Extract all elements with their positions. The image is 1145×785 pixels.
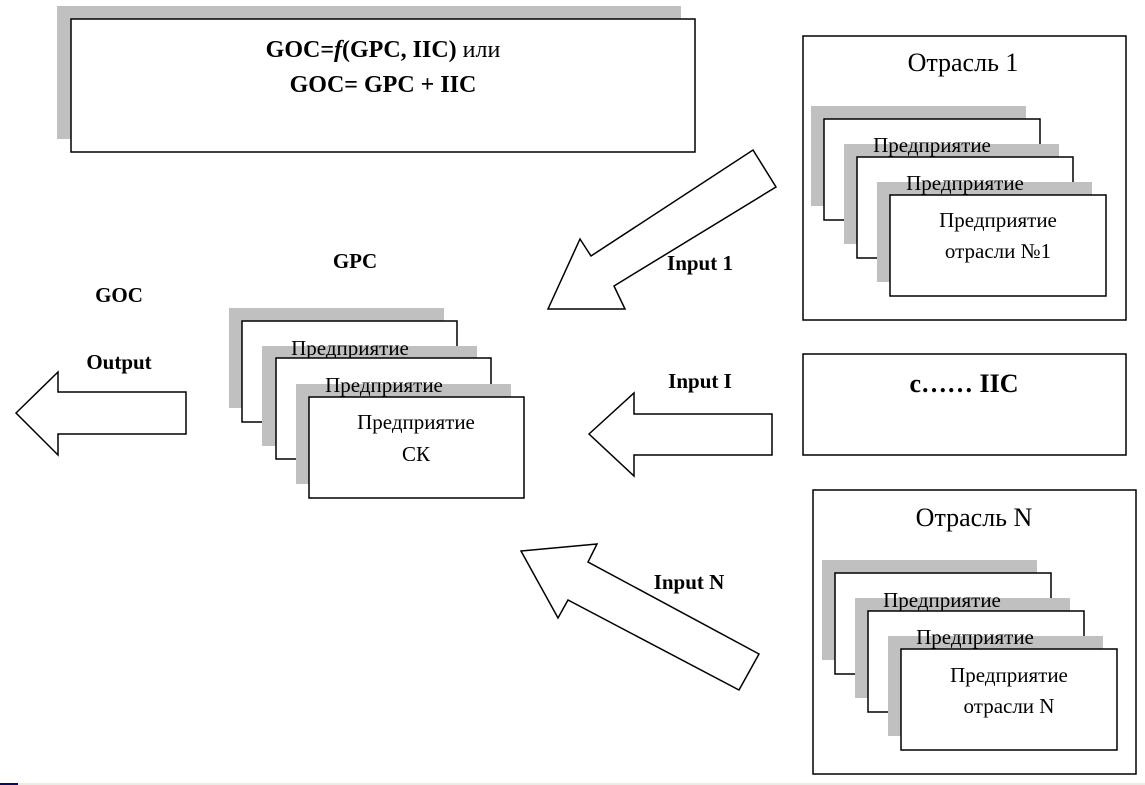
center-card-front-line-1: Предприятие [357,410,475,434]
industry-1-container: Отрасль 1 Предприятие Предприятие Предпр… [802,35,1127,321]
industry-n-card-front-line-1: Предприятие [950,663,1068,687]
input-1-label: Input 1 [667,251,733,275]
industry-n-card-front [900,648,1118,751]
bottom-edge-accent [0,783,18,785]
industry-n-title: Отрасль N [916,503,1033,532]
iic-box: с…… IIC [802,353,1127,456]
industry-1-card-middle-label: Предприятие [906,171,1024,195]
industry-1-card-front-line-2: отрасли №1 [945,239,1051,263]
input-n-arrow [519,543,761,692]
formula-line-1: GOC=f(GPC, IIC) или [266,37,501,63]
bottom-edge-bar [0,783,1145,785]
goc-label: GOC [95,283,143,307]
industry-1-title: Отрасль 1 [908,48,1019,77]
input-i-label: Input I [668,369,732,393]
center-card-front [308,396,525,499]
industry-n-container: Отрасль N Предприятие Предприятие Предпр… [812,489,1137,775]
center-enterprise-stack: Предприятие Предприятие Предприятие СК [229,308,525,499]
industry-1-card-front [889,194,1107,297]
center-card-front-line-2: СК [402,442,431,466]
output-arrow [14,370,187,457]
industry-1-card-back-label: Предприятие [873,133,991,157]
gpc-label: GPC [333,249,377,273]
center-card-back-label: Предприятие [291,336,409,360]
center-card-middle-label: Предприятие [325,373,443,397]
iic-box-frame [802,353,1127,456]
formula-box: GOC=f(GPC, IIC) или GOC= GPC + IIC [57,6,696,153]
output-label: Output [86,350,151,374]
formula-box-frame [70,18,696,153]
industry-1-card-front-line-1: Предприятие [939,208,1057,232]
input-1-arrow [546,148,778,310]
input-n-label: Input N [654,570,725,594]
iic-box-label: с…… IIC [909,369,1018,398]
industry-n-card-middle-label: Предприятие [916,625,1034,649]
input-i-arrow [587,391,773,478]
industry-n-card-back-label: Предприятие [883,588,1001,612]
formula-line-2: GOC= GPC + IIC [290,72,477,98]
industry-n-card-front-line-2: отрасли N [964,694,1055,718]
